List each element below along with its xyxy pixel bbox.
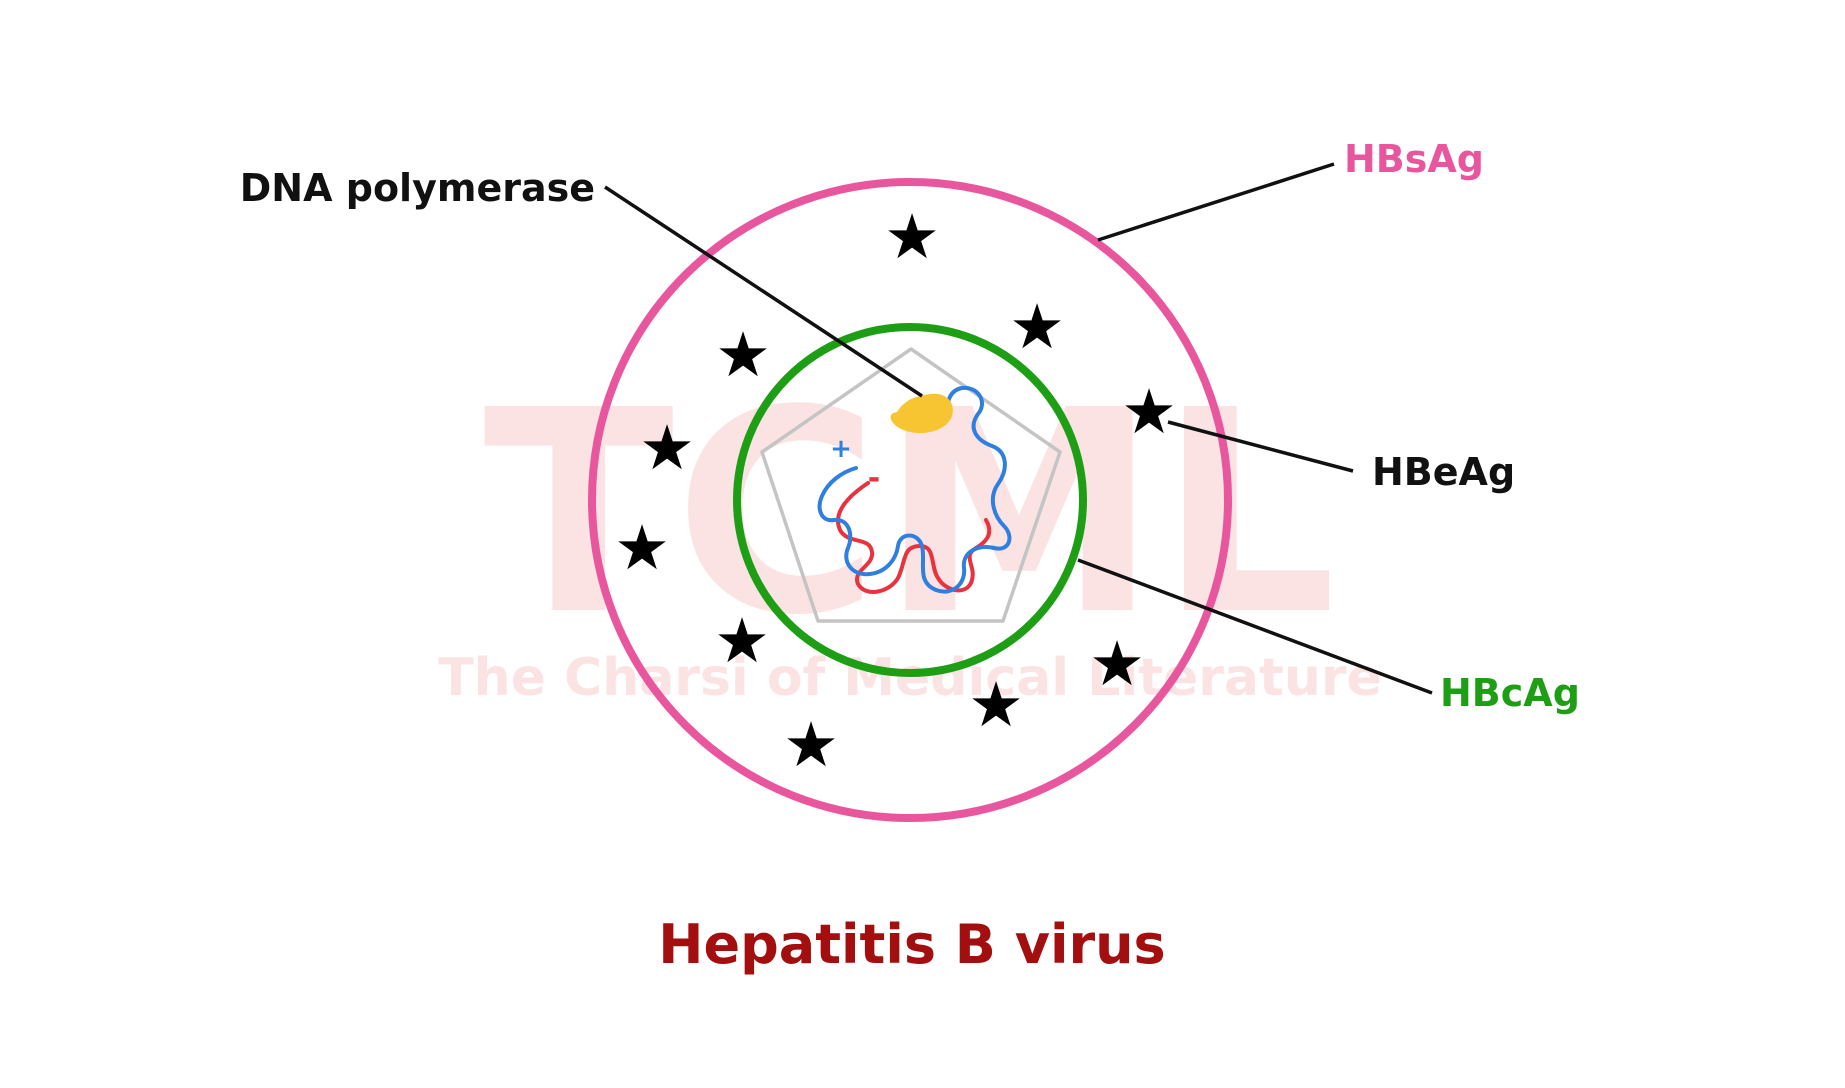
star-icon: ★ [715, 318, 771, 391]
hbcag-label: HBcAg [1440, 671, 1580, 715]
watermark-tagline: The Charsi of Medical Literature [438, 648, 1382, 708]
star-icon: ★ [968, 668, 1024, 741]
plus-strand [817, 385, 1012, 594]
hbeag-leader [1167, 420, 1354, 473]
antigen-stars: ★ ★ ★ ★ ★ ★ ★ ★ ★ ★ [614, 200, 1177, 781]
hbsag-leader [1097, 162, 1335, 242]
dna-polymerase-label: DNA polymerase [240, 166, 595, 210]
minus-strand-sign: - [868, 461, 880, 496]
dna-polymerase-leader [604, 185, 923, 398]
envelope-circle [588, 178, 1232, 822]
minus-strand [836, 481, 992, 594]
core-circle [733, 323, 1087, 677]
star-icon: ★ [1089, 627, 1145, 700]
star-icon: ★ [614, 511, 670, 584]
hbsag-label: HBsAg [1344, 137, 1484, 181]
dna-polymerase-blob [890, 393, 953, 434]
star-icon: ★ [884, 200, 940, 273]
star-icon: ★ [714, 604, 770, 677]
diagram-title: Hepatitis B virus [658, 913, 1165, 976]
plus-strand-sign: + [830, 434, 852, 464]
capsid-pentagon [760, 347, 1062, 623]
star-icon: ★ [1009, 290, 1065, 363]
hbcag-leader [1077, 558, 1433, 695]
star-icon: ★ [1121, 375, 1177, 448]
hbeag-label: HBeAg [1372, 450, 1515, 494]
star-icon: ★ [639, 411, 695, 484]
star-icon: ★ [783, 708, 839, 781]
